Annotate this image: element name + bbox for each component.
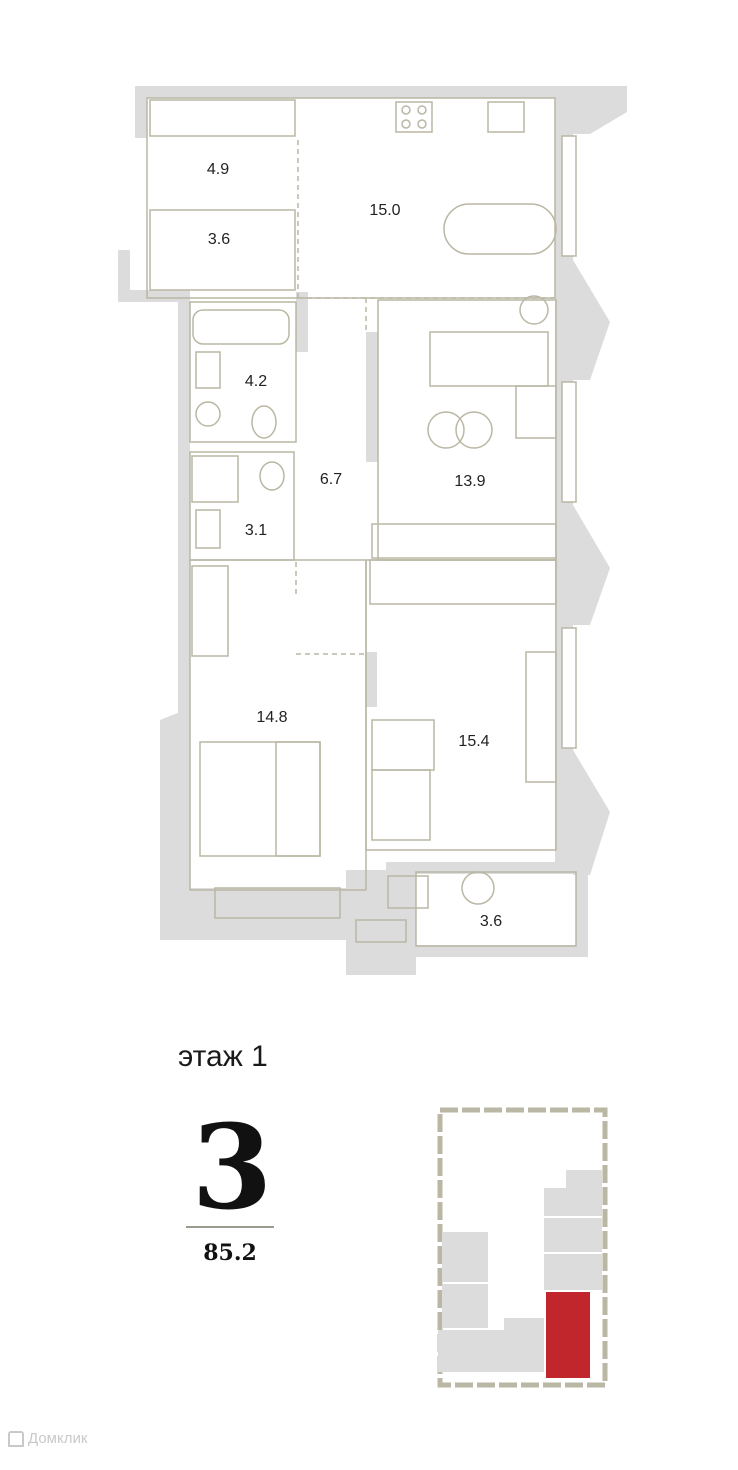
room-area-label: 4.2 <box>245 373 267 390</box>
floor-plan: 4.9 3.6 15.0 4.2 6.7 13.9 3.1 14.8 15.4 … <box>118 86 627 975</box>
room-area-label: 6.7 <box>320 471 342 488</box>
room-area-label: 3.6 <box>480 913 502 930</box>
other-units <box>438 1170 602 1372</box>
divider <box>186 1226 274 1228</box>
room-area-label: 3.6 <box>208 231 230 248</box>
floor-label: этаж 1 <box>178 1040 268 1073</box>
room-area-label: 3.1 <box>245 522 267 539</box>
building-key-plan <box>437 1107 608 1388</box>
zone-dashes <box>295 140 556 655</box>
room-area-label: 4.9 <box>207 161 229 178</box>
bedroom-furniture <box>199 651 557 905</box>
room-area-label: 13.9 <box>454 473 485 490</box>
wardrobe-shelves <box>149 99 557 909</box>
room-labels: 4.9 3.6 15.0 4.2 6.7 13.9 3.1 14.8 15.4 … <box>207 161 502 930</box>
watermark-text: Домклик <box>28 1430 88 1447</box>
home-icon <box>8 1430 24 1447</box>
bathroom-fixtures <box>191 309 290 549</box>
room-area-label: 15.0 <box>369 202 400 219</box>
watermark: Домклик <box>8 1430 87 1447</box>
selected-unit <box>546 1292 590 1378</box>
total-area: 85.2 <box>203 1240 257 1266</box>
walls <box>118 86 627 975</box>
interior-lines <box>146 97 577 947</box>
room-area-label: 14.8 <box>256 709 287 726</box>
rooms-count: 3 <box>191 1100 273 1236</box>
living-furniture <box>371 331 557 559</box>
kitchen-appliances <box>395 101 557 325</box>
windows <box>561 135 577 749</box>
room-area-label: 15.4 <box>458 733 489 750</box>
